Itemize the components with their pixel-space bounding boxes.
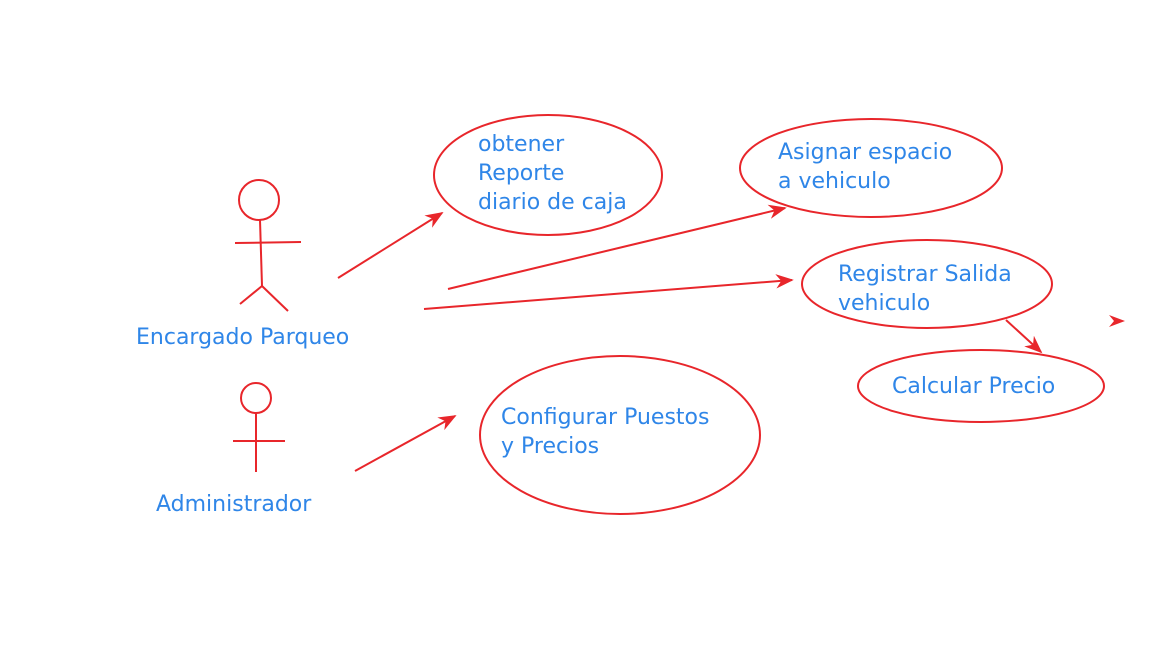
actor-head [240, 382, 272, 414]
use-case-registrar-label: Registrar Salida vehiculo [838, 262, 1012, 316]
actor-administrador-figure [233, 382, 285, 472]
actor-arms [234, 241, 302, 244]
association-arrow-reporte [337, 212, 444, 279]
use-case-configurar-ellipse[interactable] [479, 355, 761, 515]
use-case-reporte-label: obtener Reporte diario de caja [478, 132, 627, 215]
actor-head [238, 179, 280, 221]
association-arrow-asignar [447, 204, 787, 290]
stray-arrowhead [1109, 315, 1125, 327]
use-case-asignar-label: Asignar espacio a vehiculo [778, 140, 953, 194]
use-case-calcular-ellipse[interactable] [857, 349, 1105, 423]
actor-right-leg [261, 285, 289, 312]
use-case-configurar-label: Configurar Puestos y Precios [501, 405, 710, 459]
use-case-registrar-ellipse[interactable] [801, 239, 1053, 329]
association-arrow-registrar [423, 274, 794, 310]
actor-encargado-label: Encargado Parqueo [136, 325, 350, 350]
include-arrow-calcular [1005, 319, 1043, 354]
association-arrow-configurar [354, 415, 457, 472]
actor-administrador-label: Administrador [156, 492, 312, 517]
actor-encargado-figure [234, 179, 302, 312]
actor-left-leg [239, 285, 263, 305]
use-case-reporte-ellipse[interactable] [433, 114, 663, 236]
use-case-asignar-ellipse[interactable] [739, 118, 1003, 218]
actor-body [259, 219, 263, 287]
use-case-calcular-label: Calcular Precio [892, 374, 1056, 399]
